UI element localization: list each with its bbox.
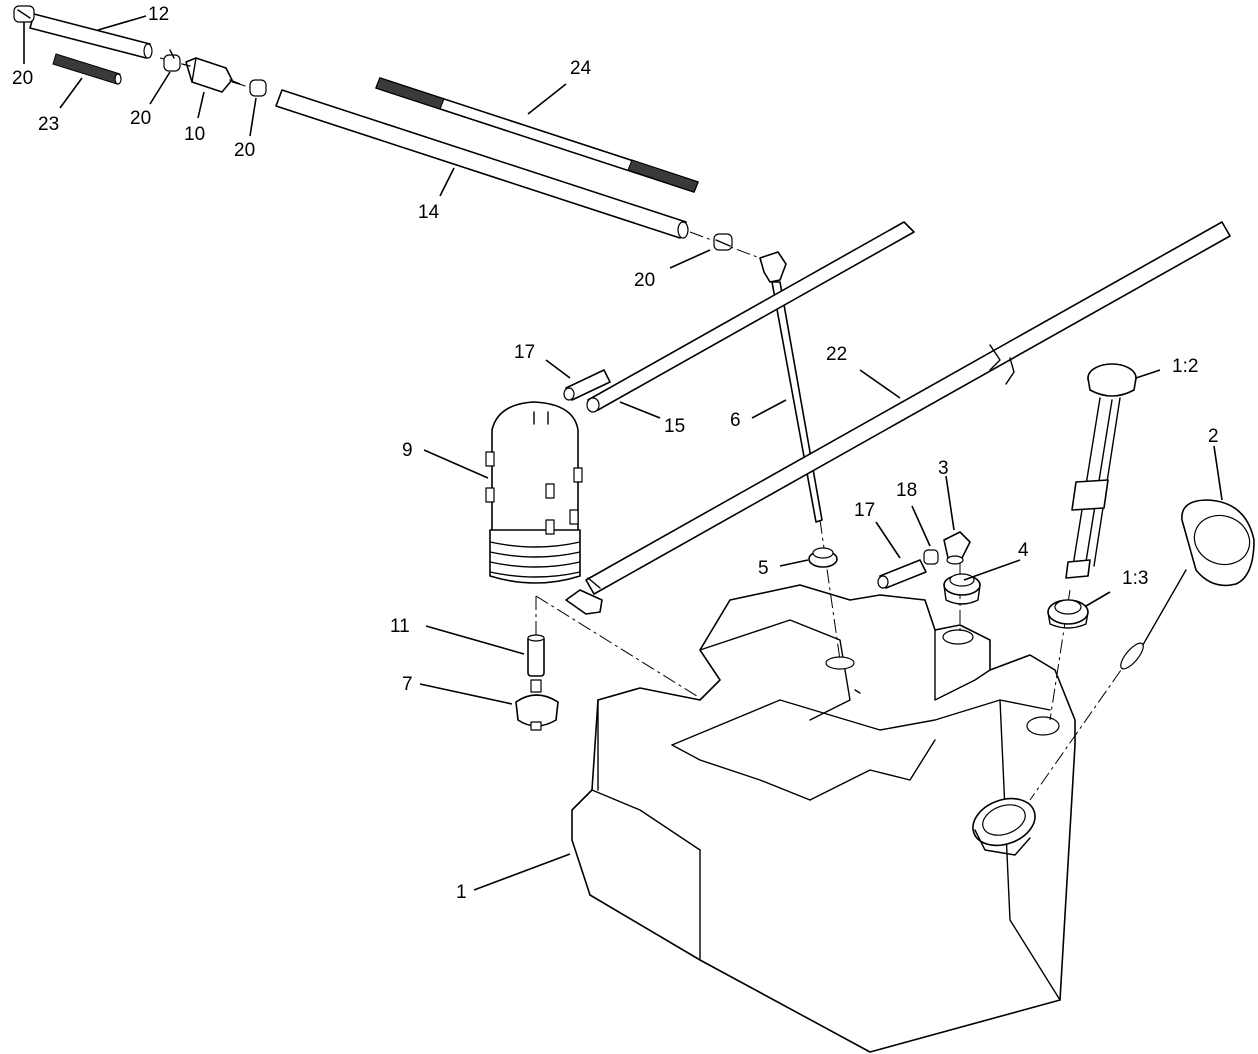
callout-12: 12 — [148, 4, 169, 25]
grommet-1-3 — [1047, 599, 1089, 629]
clamp-20-a — [13, 5, 35, 23]
fuel-filter-10 — [181, 57, 241, 93]
callout-24: 24 — [570, 58, 592, 79]
filter-7 — [515, 679, 559, 731]
callout-22: 22 — [826, 344, 847, 365]
hose-17-a — [563, 369, 611, 401]
callout-11: 11 — [390, 616, 410, 637]
callout-3: 3 — [938, 458, 949, 479]
grommet-5 — [808, 547, 838, 568]
callout-17-a: 17 — [514, 342, 535, 363]
callout-23: 23 — [38, 114, 59, 135]
callout-20-c: 20 — [234, 140, 255, 161]
tube-11 — [527, 634, 545, 677]
callout-20-d: 20 — [634, 270, 655, 291]
callout-9: 9 — [402, 440, 413, 461]
clamp-20-c — [249, 79, 267, 97]
callout-1-2: 1:2 — [1172, 356, 1198, 377]
callout-1: 1 — [456, 882, 467, 903]
hose-15 — [586, 221, 915, 413]
hose-17-b — [877, 559, 927, 589]
callout-2: 2 — [1208, 426, 1219, 447]
callout-18: 18 — [896, 480, 917, 501]
grommet-4 — [943, 573, 981, 605]
callout-1-3: 1:3 — [1122, 568, 1148, 589]
clamp-20-b — [163, 49, 181, 72]
hose-12 — [29, 13, 153, 59]
fuel-pickup-9 — [485, 401, 583, 584]
callout-7: 7 — [402, 674, 413, 695]
threaded-rod-24 — [375, 77, 699, 193]
hose-14 — [275, 89, 689, 239]
callout-5: 5 — [758, 558, 769, 579]
callout-labels: 12 20 23 20 10 20 24 14 20 17 15 22 6 1:… — [12, 4, 1219, 903]
callout-4: 4 — [1018, 540, 1029, 561]
leader-lines — [23, 15, 1223, 891]
callout-17-b: 17 — [854, 500, 875, 521]
fuel-cap-2 — [1120, 499, 1255, 670]
fuel-tank — [571, 584, 1076, 1053]
callout-6: 6 — [730, 410, 741, 431]
strap-22 — [565, 221, 1231, 615]
clamp-20-d — [713, 233, 733, 251]
threaded-rod-23 — [52, 53, 122, 85]
callout-15: 15 — [664, 416, 685, 437]
callout-20-a: 20 — [12, 68, 33, 89]
fitting-3 — [943, 531, 971, 565]
clamp-18 — [923, 549, 939, 565]
callout-10: 10 — [184, 124, 205, 145]
callout-20-b: 20 — [130, 108, 151, 129]
fuel-gauge-1-2 — [1065, 363, 1137, 579]
callout-14: 14 — [418, 202, 440, 223]
